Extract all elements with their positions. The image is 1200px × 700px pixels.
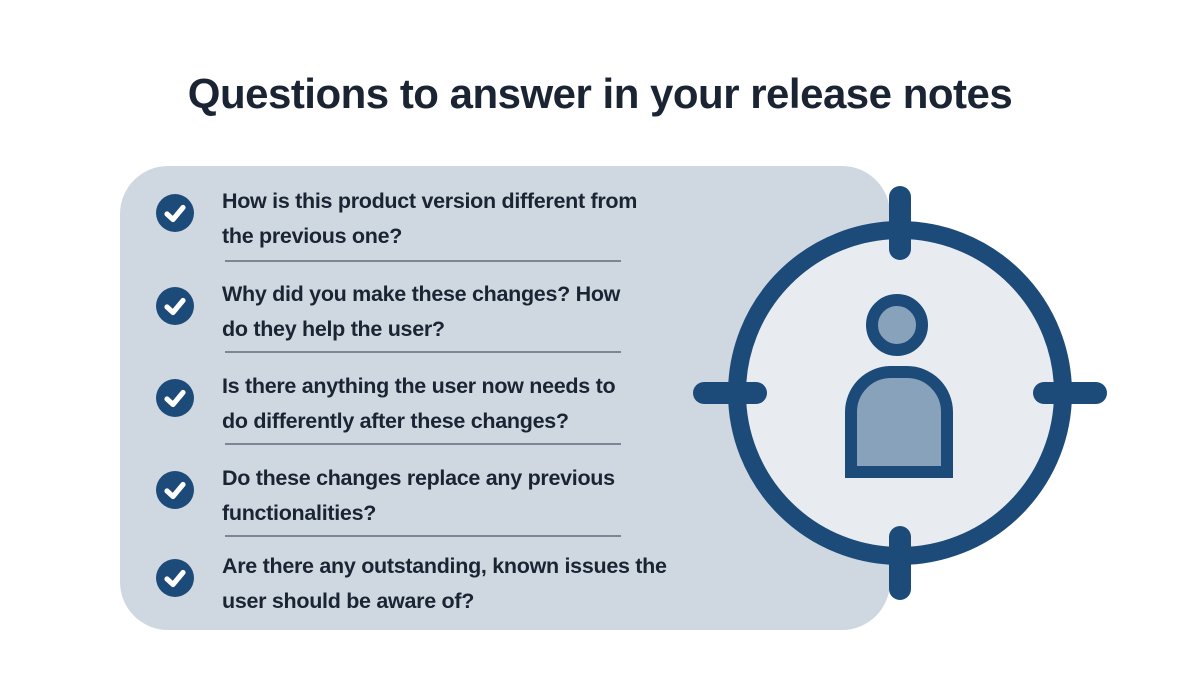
question-text-line: Do these changes replace any previous <box>222 466 615 490</box>
list-item: Do these changes replace any previous fu… <box>156 461 615 531</box>
check-circle-icon <box>156 194 194 232</box>
divider <box>225 443 621 445</box>
question-text-line: Why did you make these changes? How <box>222 282 621 306</box>
question-text-line: functionalities? <box>222 501 377 525</box>
question-text-line: Are there any outstanding, known issues … <box>222 554 667 578</box>
divider <box>225 535 621 537</box>
question-text: Why did you make these changes? How do t… <box>222 277 620 347</box>
question-text-line: Is there anything the user now needs to <box>222 374 616 398</box>
check-circle-icon <box>156 287 194 325</box>
question-text-line: user should be aware of? <box>222 589 475 613</box>
question-text: How is this product version different fr… <box>222 184 637 254</box>
question-text: Are there any outstanding, known issues … <box>222 549 667 619</box>
question-text-line: How is this product version different fr… <box>222 189 638 213</box>
list-item: Is there anything the user now needs to … <box>156 369 616 439</box>
check-circle-icon <box>156 379 194 417</box>
list-item: Why did you make these changes? How do t… <box>156 277 620 347</box>
list-item: Are there any outstanding, known issues … <box>156 549 667 619</box>
question-text: Is there anything the user now needs to … <box>222 369 616 439</box>
check-circle-icon <box>156 471 194 509</box>
question-text: Do these changes replace any previous fu… <box>222 461 615 531</box>
page-title: Questions to answer in your release note… <box>187 70 1013 117</box>
person-head <box>866 294 928 356</box>
list-item: How is this product version different fr… <box>156 184 637 254</box>
question-text-line: do they help the user? <box>222 317 445 341</box>
check-circle-icon <box>156 559 194 597</box>
person-body <box>845 366 953 478</box>
divider <box>225 260 621 262</box>
divider <box>225 351 621 353</box>
question-text-line: the previous one? <box>222 224 403 248</box>
target-user-icon <box>693 186 1107 600</box>
question-text-line: do differently after these changes? <box>222 409 569 433</box>
